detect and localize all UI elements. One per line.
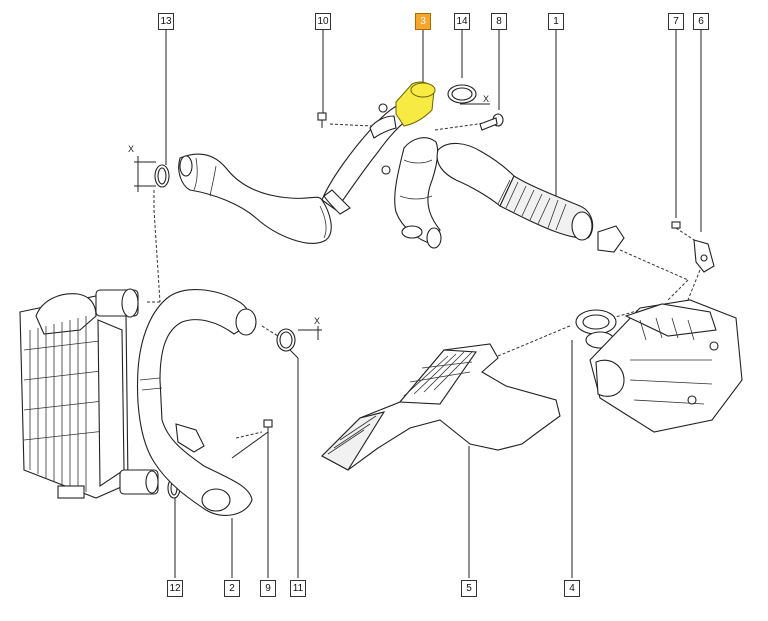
dimension-x-mark-1: X [128, 144, 135, 154]
callout-9[interactable]: 9 [260, 580, 276, 597]
assembly-lines [146, 121, 701, 439]
engine-block[interactable] [589, 299, 743, 433]
callout-1[interactable]: 1 [548, 13, 564, 30]
callout-11[interactable]: 11 [290, 580, 306, 597]
callout-2[interactable]: 2 [224, 580, 240, 597]
callout-13[interactable]: 13 [158, 13, 174, 30]
part-4-seal[interactable] [575, 309, 617, 349]
part-6-sensor[interactable] [693, 239, 715, 273]
part-3-charge-pipe[interactable] [321, 81, 436, 215]
callout-10[interactable]: 10 [315, 13, 331, 30]
callout-4[interactable]: 4 [564, 580, 580, 597]
callout-3-highlighted[interactable]: 3 [415, 13, 431, 30]
dimension-marks [134, 103, 490, 340]
part-1-corrugated-hose[interactable] [436, 142, 625, 253]
part-5-air-duct[interactable] [321, 343, 561, 471]
callout-8[interactable]: 8 [491, 13, 507, 30]
part-9-bolt[interactable] [263, 419, 273, 434]
callout-12[interactable]: 12 [167, 580, 183, 597]
upper-left-hose[interactable] [178, 153, 332, 244]
dimension-x-mark-3: X [314, 316, 321, 326]
intercooler[interactable] [19, 288, 159, 499]
part-14-clamp[interactable] [447, 84, 477, 104]
callout-14[interactable]: 14 [454, 13, 470, 30]
part-13-clamp[interactable] [154, 164, 170, 188]
part-7-screw[interactable] [671, 221, 681, 229]
leader-lines [165, 30, 702, 578]
part-8-bolt[interactable] [479, 113, 504, 131]
part-11-clamp[interactable] [276, 328, 296, 352]
part-10-bolt[interactable] [317, 112, 327, 128]
part-2-lower-pipe[interactable] [137, 289, 257, 516]
throttle-hose[interactable] [381, 137, 442, 249]
callout-5[interactable]: 5 [461, 580, 477, 597]
dimension-x-mark-2: X [483, 94, 490, 104]
callout-7[interactable]: 7 [668, 13, 684, 30]
callout-6[interactable]: 6 [693, 13, 709, 30]
